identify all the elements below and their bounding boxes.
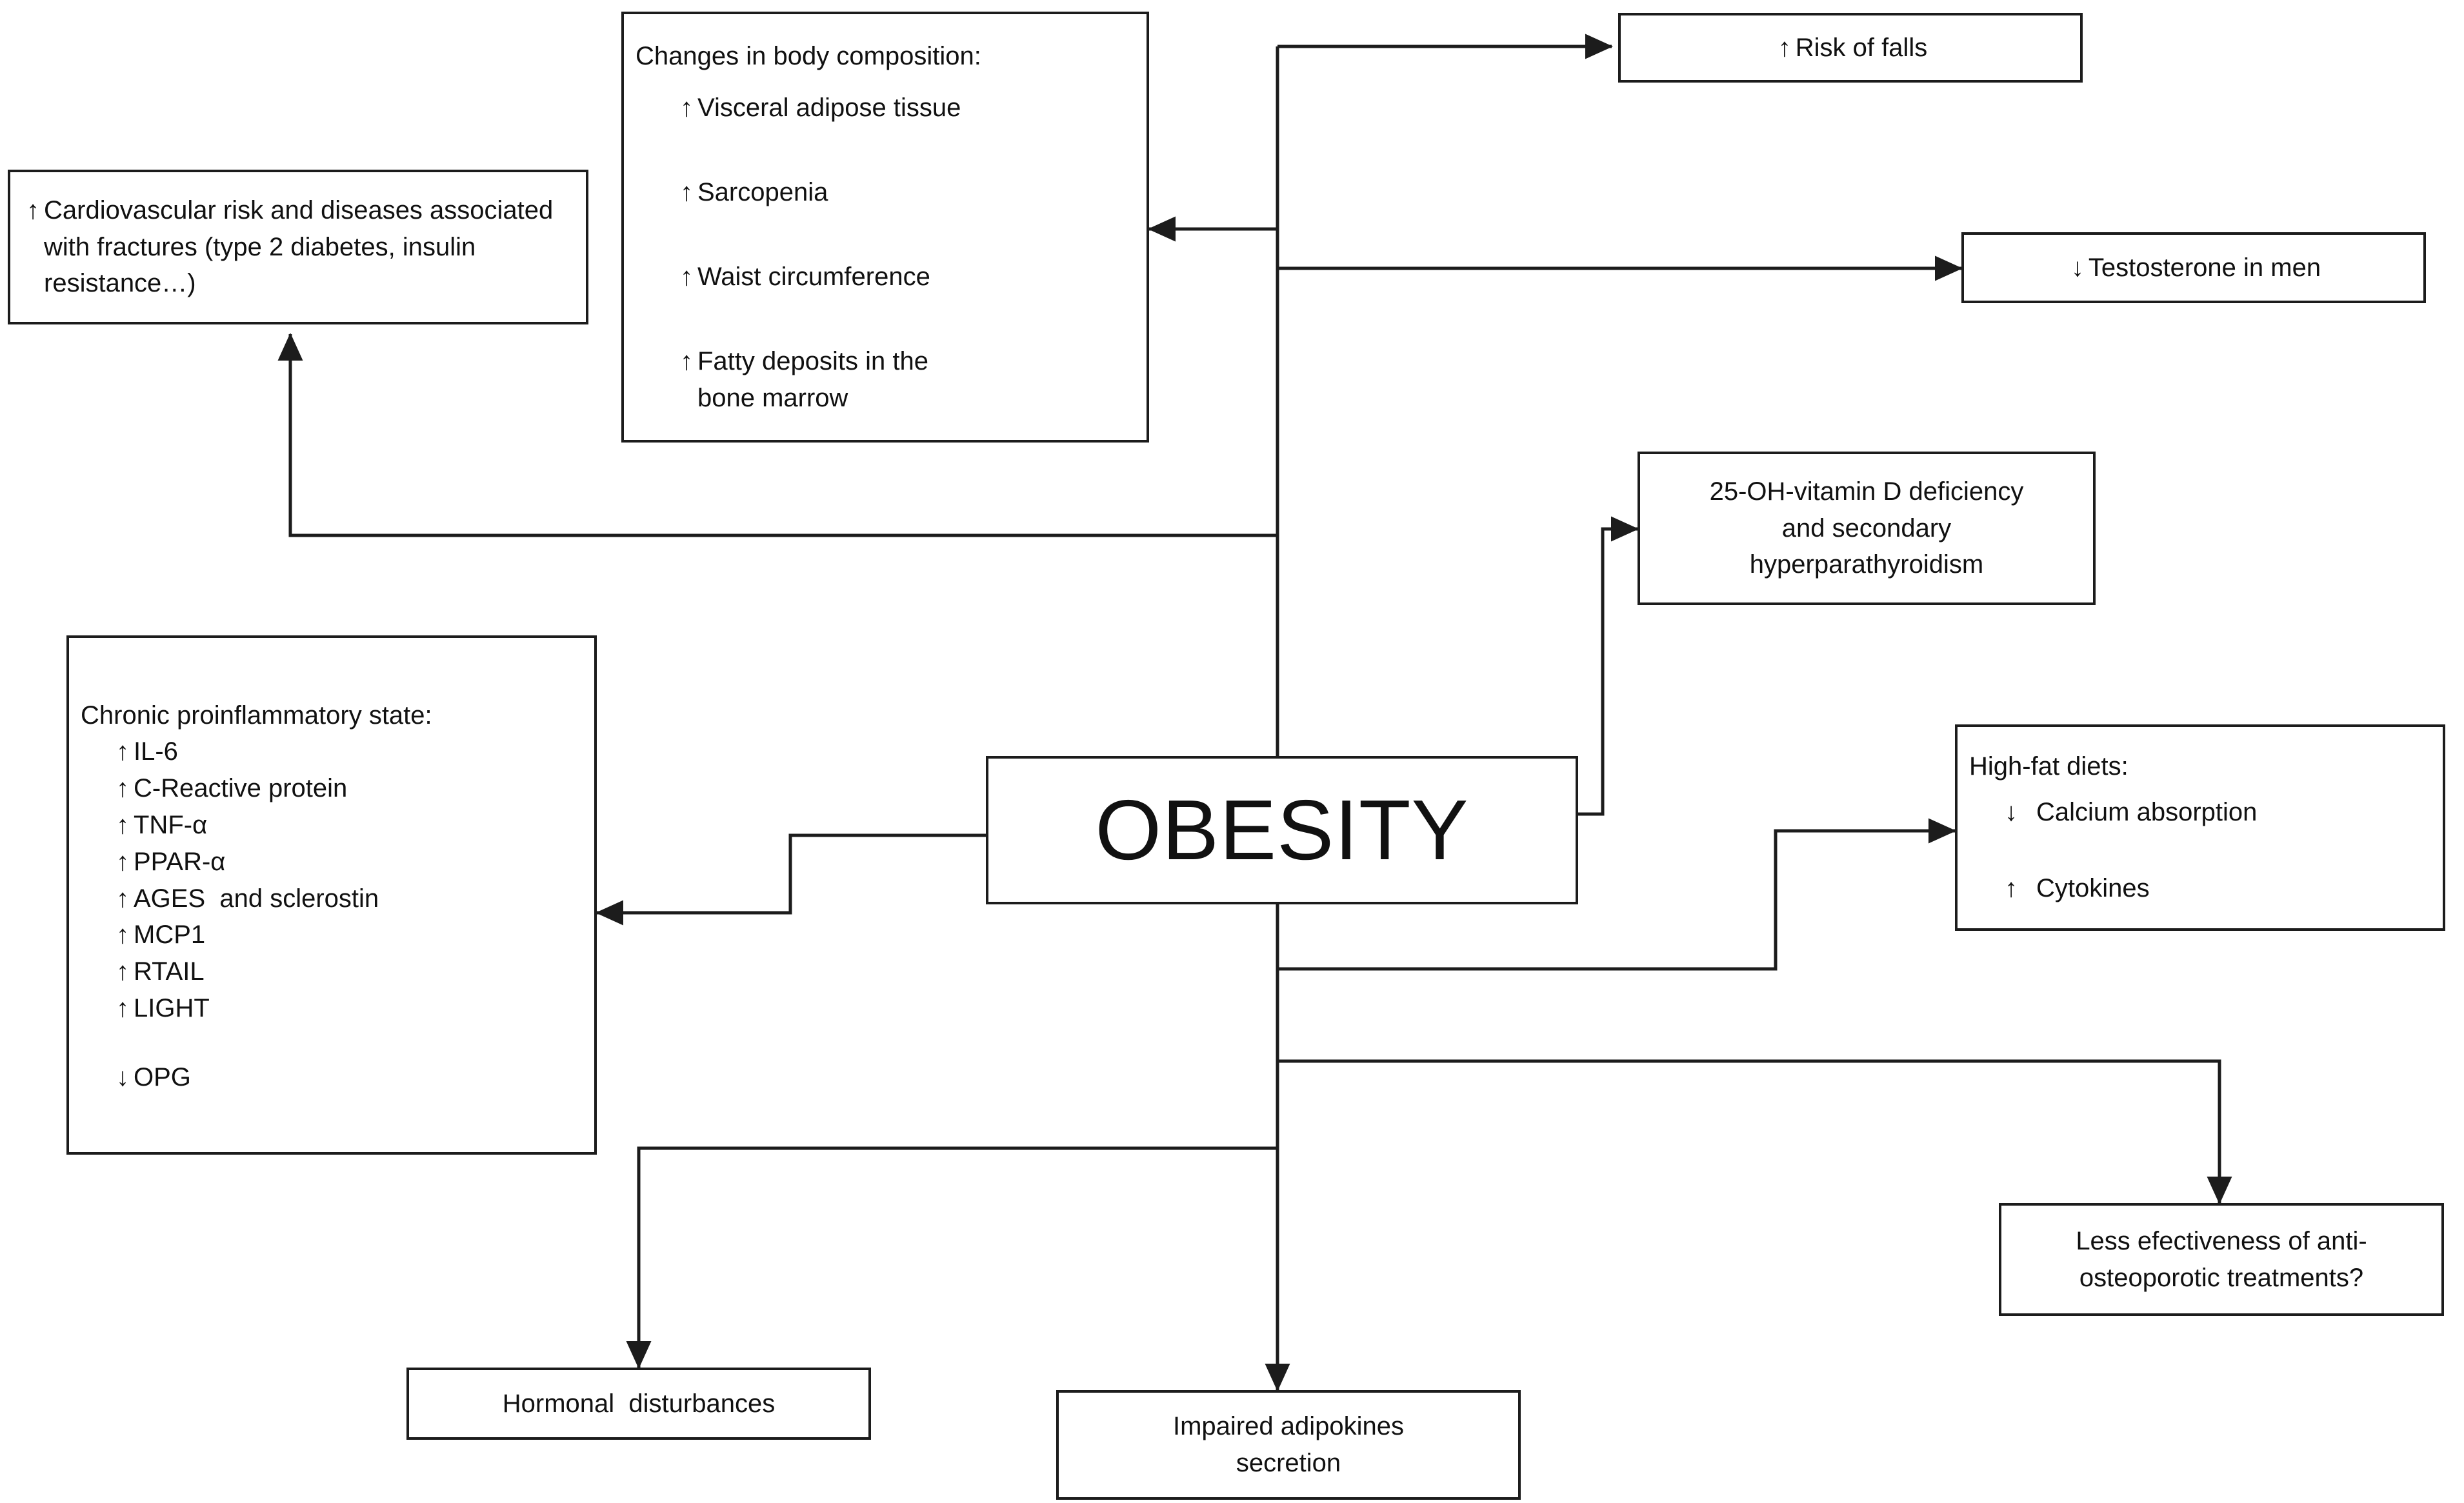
vitamin-d-line-1: 25-OH-vitamin D deficiency <box>1709 477 2024 506</box>
node-risk-of-falls[interactable]: ↑ Risk of falls <box>1618 13 2083 83</box>
list-item-label: PPAR-α <box>134 847 226 876</box>
down-arrow-icon: ↓ <box>2070 253 2084 282</box>
list-item-label: MCP1 <box>134 921 206 950</box>
edge-obesity-hormonal <box>626 1146 1277 1369</box>
up-arrow-icon: ↑ <box>116 810 129 839</box>
node-vitamin-d-deficiency[interactable]: 25-OH-vitamin D deficiency and secondary… <box>1638 452 2096 605</box>
list-item: ↑ Waist circumference <box>676 259 1135 295</box>
list-item-label: RTAIL <box>134 957 205 986</box>
less-effectiveness-line-2: osteoporotic treatments? <box>2079 1263 2364 1292</box>
list-item: ↑ LIGHT <box>112 990 583 1027</box>
vitamin-d-content: 25-OH-vitamin D deficiency and secondary… <box>1710 473 2024 583</box>
list-item: ↓ OPG <box>112 1059 583 1096</box>
list-item-label: Waist circumference <box>697 263 930 291</box>
up-arrow-icon: ↑ <box>116 737 129 766</box>
edge-obesity-proinflammatory <box>595 833 986 926</box>
adipokines-line-1: Impaired adipokines <box>1173 1412 1404 1441</box>
list-item-label: Sarcopenia <box>697 178 828 207</box>
list-item: ↑ Visceral adipose tissue <box>676 90 1135 126</box>
proinflammatory-list: ↑ IL-6 ↑ C-Reactive protein ↑ TNF-α ↑ PP… <box>81 733 583 1095</box>
list-item-label: Calcium absorption <box>2036 797 2258 826</box>
down-arrow-icon: ↓ <box>116 1062 129 1091</box>
list-item-label: AGES and sclerostin <box>134 884 379 913</box>
list-item-label: Fatty deposits in the bone marrow <box>697 346 928 412</box>
list-item: ↑ Fatty deposits in the bone marrow <box>676 343 1135 417</box>
list-item-spacer <box>112 1027 583 1059</box>
vitamin-d-line-2: and secondary <box>1781 513 1952 542</box>
adipokines-line-2: secretion <box>1236 1449 1341 1477</box>
list-item-label: Cytokines <box>2036 874 2150 903</box>
up-arrow-icon: ↑ <box>1778 33 1791 62</box>
up-arrow-icon: ↑ <box>680 94 693 123</box>
edge-obesity-cardiovascular <box>277 332 1277 537</box>
node-less-effectiveness[interactable]: Less efectiveness of anti- osteoporotic … <box>1999 1203 2444 1316</box>
up-arrow-icon: ↑ <box>116 957 129 986</box>
risk-of-falls-content: ↑ Risk of falls <box>1774 30 1928 66</box>
hormonal-disturbances-label: Hormonal disturbances <box>502 1389 776 1418</box>
proinflammatory-title: Chronic proinflammatory state: <box>81 701 432 730</box>
list-item: ↑ IL-6 <box>112 733 583 770</box>
testosterone-label: Testosterone in men <box>2088 253 2321 282</box>
up-arrow-icon: ↑ <box>680 178 693 207</box>
cardiovascular-text: Cardiovascular risk and diseases associa… <box>44 195 561 298</box>
list-item-label: IL-6 <box>134 737 178 766</box>
node-hormonal-disturbances[interactable]: Hormonal disturbances <box>406 1368 871 1440</box>
node-impaired-adipokines[interactable]: Impaired adipokines secretion <box>1056 1390 1521 1500</box>
down-arrow-icon: ↓ <box>2005 797 2018 826</box>
high-fat-diets-title: High-fat diets: <box>1969 752 2128 781</box>
testosterone-content: ↓ Testosterone in men <box>2067 250 2321 286</box>
node-proinflammatory-state[interactable]: Chronic proinflammatory state: ↑ IL-6 ↑ … <box>66 635 597 1155</box>
edge-obesity-less-effectiveness <box>1277 1059 2232 1205</box>
list-item: ↑ C-Reactive protein <box>112 770 583 807</box>
list-item-label: Visceral adipose tissue <box>697 94 961 123</box>
obesity-label: OBESITY <box>1095 782 1469 877</box>
node-obesity[interactable]: OBESITY <box>986 756 1578 904</box>
list-item-label: C-Reactive protein <box>134 774 348 803</box>
node-body-composition[interactable]: Changes in body composition: ↑ Visceral … <box>621 12 1149 443</box>
list-item: ↑ RTAIL <box>112 953 583 990</box>
up-arrow-icon: ↑ <box>116 774 129 803</box>
body-composition-list: ↑ Visceral adipose tissue ↑ Sarcopenia ↑… <box>636 90 1135 416</box>
adipokines-content: Impaired adipokines secretion <box>1173 1408 1404 1482</box>
edge-obesity-vitamin-d <box>1578 516 1639 816</box>
up-arrow-icon: ↑ <box>680 346 693 375</box>
list-item: ↓ Calcium absorption <box>2000 794 2431 831</box>
edge-obesity-high-fat-diets <box>1277 818 1957 971</box>
up-arrow-icon: ↑ <box>116 921 129 950</box>
body-composition-title: Changes in body composition: <box>636 41 981 70</box>
up-arrow-icon: ↑ <box>2005 874 2018 903</box>
node-cardiovascular-risk[interactable]: ↑ Cardiovascular risk and diseases assoc… <box>8 170 588 324</box>
cardiovascular-content: ↑ Cardiovascular risk and diseases assoc… <box>10 183 586 311</box>
node-testosterone[interactable]: ↓ Testosterone in men <box>1961 232 2426 303</box>
high-fat-diets-list: ↓ Calcium absorption ↑ Cytokines <box>1969 794 2431 908</box>
less-effectiveness-content: Less efectiveness of anti- osteoporotic … <box>2076 1223 2367 1297</box>
list-item: ↑ Sarcopenia <box>676 174 1135 211</box>
list-item-label: OPG <box>134 1062 191 1091</box>
list-item: ↑ PPAR-α <box>112 844 583 881</box>
vitamin-d-line-3: hyperparathyroidism <box>1749 550 1984 579</box>
up-arrow-icon: ↑ <box>116 884 129 913</box>
list-item: ↑ TNF-α <box>112 807 583 844</box>
up-arrow-icon: ↑ <box>26 195 39 224</box>
list-item: ↑ Cytokines <box>2000 870 2431 907</box>
list-item: ↑ MCP1 <box>112 917 583 953</box>
risk-of-falls-label: Risk of falls <box>1795 33 1928 62</box>
up-arrow-icon: ↑ <box>116 993 129 1022</box>
list-item-label: TNF-α <box>134 810 208 839</box>
list-item-label: LIGHT <box>134 993 210 1022</box>
less-effectiveness-line-1: Less efectiveness of anti- <box>2076 1226 2367 1255</box>
node-high-fat-diets[interactable]: High-fat diets: ↓ Calcium absorption ↑ C… <box>1955 724 2445 931</box>
up-arrow-icon: ↑ <box>680 263 693 291</box>
up-arrow-icon: ↑ <box>116 847 129 876</box>
list-item: ↑ AGES and sclerostin <box>112 881 583 917</box>
